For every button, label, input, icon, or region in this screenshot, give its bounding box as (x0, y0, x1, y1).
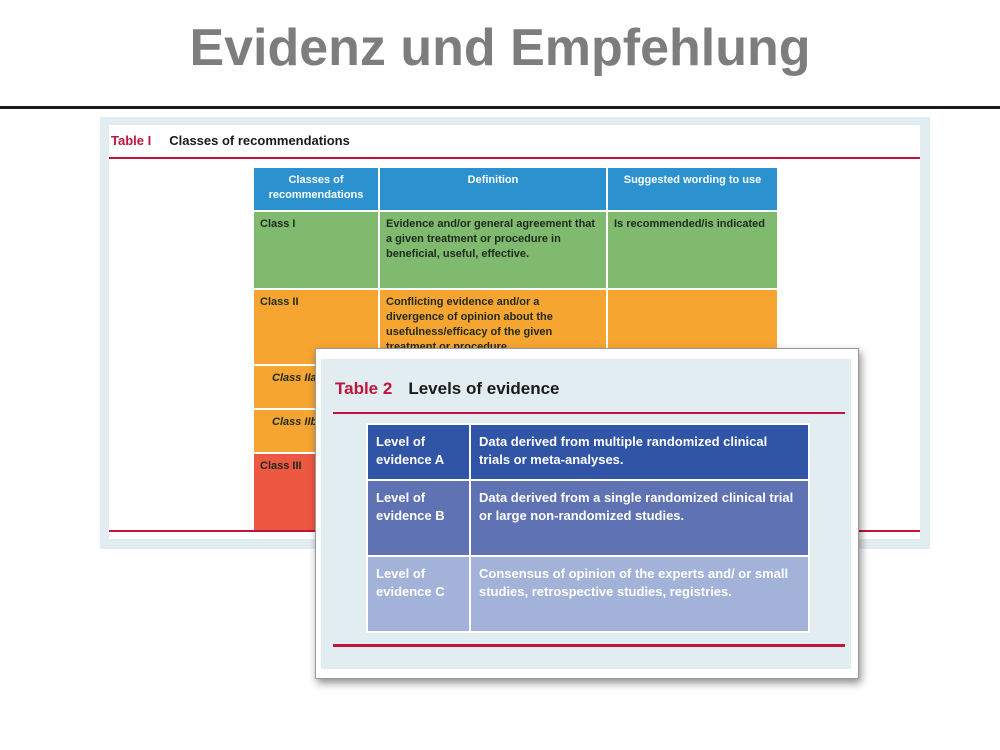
table2-label: Table 2 (335, 379, 393, 398)
table2-caption: Table 2 Levels of evidence (335, 377, 560, 401)
table2-level-name: Level of evidence B (366, 479, 471, 557)
table2-level-name: Level of evidence A (366, 423, 471, 481)
slide-title: Evidenz und Empfehlung (189, 19, 811, 77)
table2-level-name: Level of evidence C (366, 555, 471, 633)
table1-header-definition: Definition (378, 166, 608, 212)
table2-row-level-b: Level of evidence B Data derived from a … (366, 479, 810, 557)
table1-label: Table I (111, 132, 152, 148)
table2-row-level-a: Level of evidence A Data derived from mu… (366, 423, 810, 481)
table2-level-description: Data derived from multiple randomized cl… (469, 423, 810, 481)
table1-header-wording: Suggested wording to use (606, 166, 779, 212)
table1-header-row: Classes of recommendations Definition Su… (252, 166, 779, 212)
table2-bottom-rule (333, 644, 845, 647)
table2-row-level-c: Level of evidence C Consensus of opinion… (366, 555, 810, 633)
table1-caption: Table I Classes of recommendations (109, 125, 920, 155)
table2-levels-of-evidence: Level of evidence A Data derived from mu… (366, 423, 810, 633)
table1-class-definition: Evidence and/or general agreement that a… (378, 210, 608, 290)
table2-level-description: Consensus of opinion of the experts and/… (469, 555, 810, 633)
table1-caption-text: Classes of recommendations (169, 132, 350, 148)
table2-panel: Table 2 Levels of evidence Level of evid… (321, 359, 851, 669)
table2-level-description: Data derived from a single randomized cl… (469, 479, 810, 557)
table1-row-class-i: Class I Evidence and/or general agreemen… (252, 210, 779, 290)
table1-class-wording: Is recommended/is indicated (606, 210, 779, 290)
table2-caption-rule (333, 412, 845, 414)
table1-header-classes: Classes of recommendations (252, 166, 380, 212)
title-divider (0, 106, 1000, 109)
table1-class-name: Class I (252, 210, 380, 290)
table1-caption-rule (109, 157, 920, 159)
table2-figure: Table 2 Levels of evidence Level of evid… (315, 348, 859, 679)
table2-caption-text: Levels of evidence (408, 379, 560, 398)
